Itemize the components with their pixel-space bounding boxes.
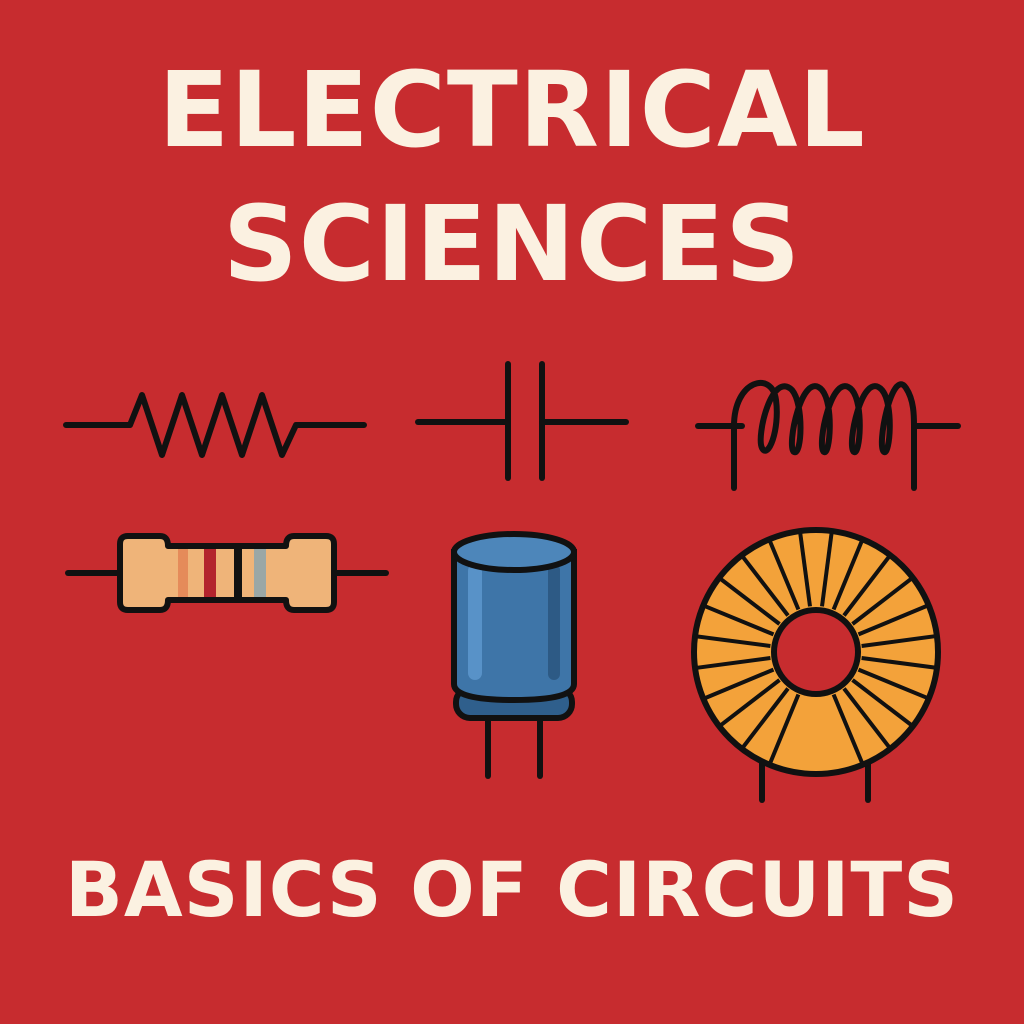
title-line-2: SCIENCES (222, 183, 802, 305)
winding-turn (716, 575, 781, 626)
winding-turn (700, 667, 775, 702)
winding-turn (692, 633, 771, 648)
winding-turn (820, 528, 835, 607)
winding-turn (857, 667, 932, 702)
winding-turn (842, 687, 894, 752)
winding-turn (766, 693, 801, 768)
winding-turn (831, 536, 866, 611)
capacitor-component-icon (451, 531, 577, 779)
winding-turn (700, 602, 775, 637)
inductor-symbol-icon (695, 379, 961, 491)
winding-turn (797, 528, 812, 607)
resistor-symbol-icon (63, 392, 367, 458)
subtitle: BASICS OF CIRCUITS (64, 845, 960, 934)
winding-turn (716, 678, 781, 730)
winding-turn (738, 552, 790, 617)
winding-group (692, 528, 940, 768)
winding-turn (851, 678, 916, 729)
winding-turn (766, 536, 801, 611)
resistor-component-icon (65, 533, 389, 613)
winding-turn (831, 693, 866, 768)
winding-turn (692, 656, 771, 671)
winding-turn (861, 656, 940, 671)
toroidal-inductor-icon (691, 527, 941, 803)
capacitor-symbol-icon (415, 361, 629, 481)
winding-turn (739, 687, 790, 752)
winding-turn (857, 602, 932, 637)
winding-turn (861, 633, 940, 648)
winding-turn (851, 574, 916, 626)
title-line-1: ELECTRICAL (158, 49, 866, 171)
winding-turn (842, 552, 893, 617)
